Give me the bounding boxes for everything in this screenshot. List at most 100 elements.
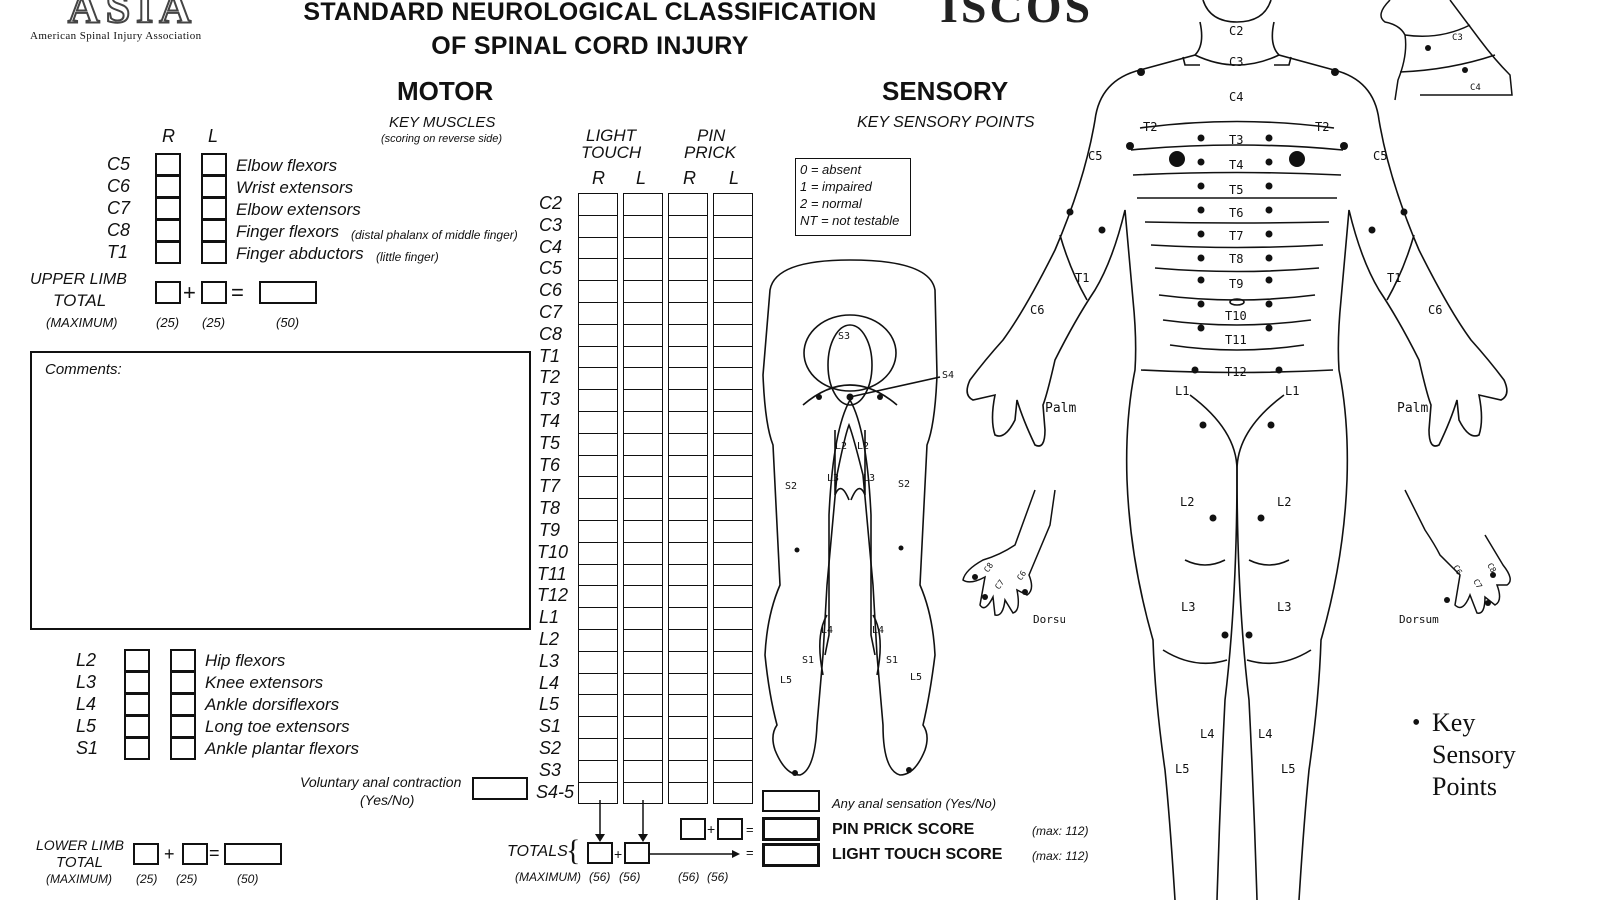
sensory-cell-lt-right[interactable] — [578, 345, 618, 369]
sensory-cell-pp-right[interactable] — [668, 432, 708, 456]
sensory-cell-lt-right[interactable] — [578, 738, 618, 761]
sensory-cell-pp-right[interactable] — [668, 781, 708, 805]
sensory-cell-pp-right[interactable] — [668, 759, 708, 783]
vac-input[interactable] — [472, 777, 528, 800]
sensory-cell-lt-left[interactable] — [623, 476, 663, 500]
motor-c6-left[interactable] — [201, 175, 227, 198]
sensory-cell-pp-left[interactable] — [713, 585, 753, 609]
sensory-cell-pp-left[interactable] — [713, 498, 753, 521]
sensory-cell-lt-right[interactable] — [578, 214, 618, 238]
sensory-cell-pp-right[interactable] — [668, 716, 708, 739]
lower-total-sum[interactable] — [224, 843, 282, 865]
sensory-cell-pp-left[interactable] — [713, 781, 753, 805]
sensory-cell-pp-right[interactable] — [668, 280, 708, 303]
motor-l3-right[interactable] — [124, 671, 150, 694]
sensory-cell-lt-right[interactable] — [578, 759, 618, 783]
comments-box[interactable]: Comments: — [30, 351, 531, 630]
sensory-cell-lt-right[interactable] — [578, 411, 618, 434]
sensory-cell-lt-left[interactable] — [623, 258, 663, 282]
sensory-cell-lt-left[interactable] — [623, 302, 663, 325]
sensory-cell-pp-right[interactable] — [668, 650, 708, 674]
motor-l4-right[interactable] — [124, 693, 150, 716]
sensory-cell-pp-left[interactable] — [713, 432, 753, 456]
sensory-cell-lt-left[interactable] — [623, 454, 663, 478]
sensory-cell-lt-left[interactable] — [623, 193, 663, 216]
sensory-cell-pp-left[interactable] — [713, 454, 753, 478]
motor-l4-left[interactable] — [170, 693, 196, 716]
upper-total-left[interactable] — [201, 281, 227, 304]
sensory-cell-lt-right[interactable] — [578, 302, 618, 325]
sensory-cell-pp-right[interactable] — [668, 629, 708, 652]
sensory-cell-pp-left[interactable] — [713, 738, 753, 761]
pin-prick-score-input[interactable] — [762, 817, 820, 841]
motor-s1-left[interactable] — [170, 737, 196, 760]
sensory-cell-lt-left[interactable] — [623, 236, 663, 260]
sensory-cell-pp-right[interactable] — [668, 738, 708, 761]
sensory-cell-pp-right[interactable] — [668, 672, 708, 696]
sensory-cell-pp-left[interactable] — [713, 694, 753, 718]
sensory-cell-lt-left[interactable] — [623, 607, 663, 630]
motor-l2-right[interactable] — [124, 649, 150, 672]
sensory-cell-pp-right[interactable] — [668, 585, 708, 609]
light-touch-score-input[interactable] — [762, 843, 820, 867]
any-anal-sensation-input[interactable] — [762, 790, 820, 812]
sensory-cell-pp-right[interactable] — [668, 236, 708, 260]
motor-c7-right[interactable] — [155, 197, 181, 220]
sensory-cell-lt-right[interactable] — [578, 716, 618, 739]
sensory-cell-lt-left[interactable] — [623, 280, 663, 303]
sensory-cell-lt-left[interactable] — [623, 672, 663, 696]
sensory-cell-lt-left[interactable] — [623, 367, 663, 391]
sensory-cell-lt-left[interactable] — [623, 541, 663, 565]
motor-c8-right[interactable] — [155, 219, 181, 242]
motor-l5-left[interactable] — [170, 715, 196, 738]
sensory-cell-lt-left[interactable] — [623, 345, 663, 369]
sensory-cell-lt-right[interactable] — [578, 454, 618, 478]
sensory-cell-lt-left[interactable] — [623, 650, 663, 674]
total-lt-right[interactable] — [587, 842, 613, 864]
motor-t1-right[interactable] — [155, 241, 181, 264]
sensory-cell-pp-right[interactable] — [668, 323, 708, 347]
sensory-cell-lt-right[interactable] — [578, 367, 618, 391]
total-lt-left[interactable] — [624, 842, 650, 864]
sensory-cell-pp-left[interactable] — [713, 607, 753, 630]
sensory-cell-lt-left[interactable] — [623, 389, 663, 412]
sensory-cell-pp-right[interactable] — [668, 302, 708, 325]
motor-c6-right[interactable] — [155, 175, 181, 198]
sensory-cell-pp-left[interactable] — [713, 214, 753, 238]
sensory-cell-pp-left[interactable] — [713, 193, 753, 216]
sensory-cell-pp-left[interactable] — [713, 367, 753, 391]
sensory-cell-pp-left[interactable] — [713, 258, 753, 282]
sensory-cell-pp-left[interactable] — [713, 650, 753, 674]
sensory-cell-pp-left[interactable] — [713, 563, 753, 587]
sensory-cell-pp-left[interactable] — [713, 389, 753, 412]
sensory-cell-pp-left[interactable] — [713, 672, 753, 696]
sensory-cell-lt-left[interactable] — [623, 738, 663, 761]
upper-total-sum[interactable] — [259, 281, 317, 304]
lower-total-left[interactable] — [182, 843, 208, 865]
sensory-cell-pp-left[interactable] — [713, 236, 753, 260]
sensory-cell-lt-right[interactable] — [578, 476, 618, 500]
total-pp-left[interactable] — [717, 818, 743, 840]
sensory-cell-lt-left[interactable] — [623, 323, 663, 347]
sensory-cell-pp-right[interactable] — [668, 258, 708, 282]
sensory-cell-lt-right[interactable] — [578, 520, 618, 543]
sensory-cell-pp-left[interactable] — [713, 323, 753, 347]
motor-c7-left[interactable] — [201, 197, 227, 220]
sensory-cell-lt-right[interactable] — [578, 280, 618, 303]
sensory-cell-pp-left[interactable] — [713, 629, 753, 652]
sensory-cell-lt-left[interactable] — [623, 759, 663, 783]
sensory-cell-lt-right[interactable] — [578, 694, 618, 718]
sensory-cell-lt-left[interactable] — [623, 694, 663, 718]
sensory-cell-lt-right[interactable] — [578, 236, 618, 260]
sensory-cell-lt-left[interactable] — [623, 585, 663, 609]
sensory-cell-pp-left[interactable] — [713, 302, 753, 325]
sensory-cell-lt-left[interactable] — [623, 563, 663, 587]
sensory-cell-pp-left[interactable] — [713, 476, 753, 500]
sensory-cell-lt-right[interactable] — [578, 563, 618, 587]
sensory-cell-pp-right[interactable] — [668, 520, 708, 543]
sensory-cell-pp-left[interactable] — [713, 541, 753, 565]
sensory-cell-lt-left[interactable] — [623, 629, 663, 652]
sensory-cell-pp-left[interactable] — [713, 520, 753, 543]
sensory-cell-pp-right[interactable] — [668, 454, 708, 478]
sensory-cell-lt-left[interactable] — [623, 214, 663, 238]
